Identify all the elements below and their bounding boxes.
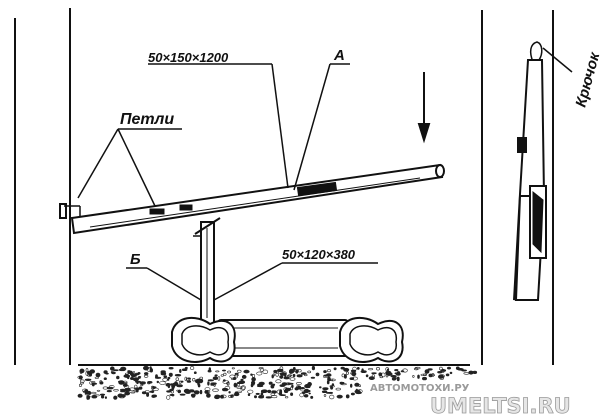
letter-a-label: А (333, 47, 345, 64)
hinged-board (59, 163, 445, 235)
hook-label: Крючок (572, 49, 600, 109)
watermark-small: АВТОМОТОХИ.РУ (370, 383, 470, 394)
watermark-large: UMELTSI.RU (430, 394, 571, 418)
support-leg (193, 217, 221, 329)
left-wall (14, 8, 71, 365)
floor-gravel (77, 364, 478, 400)
top-dimension-label: 50×150×1200 (148, 50, 229, 65)
right-wall (481, 10, 554, 365)
hinges-label: Петли (120, 111, 174, 128)
leg-dimension-label: 50×120×380 (282, 247, 356, 262)
down-arrow (417, 72, 431, 144)
letter-b-label: Б (130, 251, 141, 268)
leader-lines (77, 63, 378, 301)
car-base (171, 316, 404, 363)
hanging-board (513, 41, 573, 301)
